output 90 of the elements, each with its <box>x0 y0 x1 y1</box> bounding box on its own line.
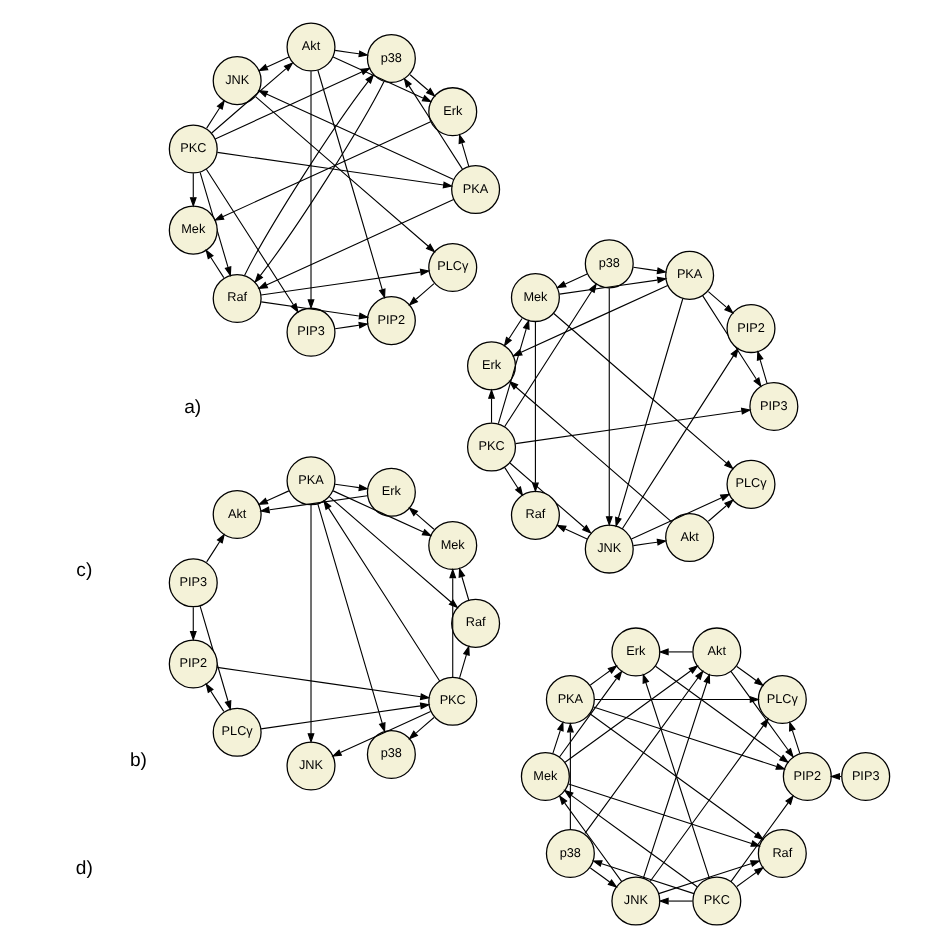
arrow <box>306 504 314 744</box>
arrow <box>735 866 764 888</box>
arrow <box>614 298 683 528</box>
arrow <box>256 490 289 506</box>
label: a) <box>183 397 201 420</box>
arrow <box>331 56 432 103</box>
arrow <box>215 151 453 189</box>
arrow <box>555 273 587 289</box>
arrow <box>552 312 733 470</box>
arrow <box>729 794 793 883</box>
arrow <box>210 62 293 134</box>
arrow <box>198 605 231 711</box>
arrow <box>188 172 196 208</box>
arrow <box>188 606 196 642</box>
arrow <box>701 295 761 388</box>
arrow <box>588 867 617 888</box>
arrow <box>706 291 734 314</box>
arrow <box>204 249 224 279</box>
arrow <box>486 388 495 424</box>
arrow <box>648 717 769 882</box>
arrow <box>657 860 760 895</box>
arrow <box>657 897 693 905</box>
label: b) <box>129 749 147 772</box>
arrow <box>502 317 522 348</box>
arrow <box>620 347 738 530</box>
label: d) <box>74 857 92 880</box>
arrow <box>258 495 367 514</box>
arrow <box>457 567 469 601</box>
arrow <box>788 721 800 754</box>
arrow <box>407 283 434 306</box>
arrow <box>507 380 671 523</box>
arrow <box>407 506 434 530</box>
arrow <box>212 121 431 221</box>
arrow <box>588 665 617 686</box>
arrow <box>629 493 730 540</box>
arrow <box>729 670 793 759</box>
arrow <box>322 499 440 682</box>
arrow <box>408 74 435 97</box>
arrow <box>514 407 751 445</box>
arrow <box>592 706 786 770</box>
arrow <box>563 665 698 763</box>
arrow <box>562 789 697 888</box>
arrow <box>253 80 384 284</box>
arrow <box>590 860 694 895</box>
arrow <box>256 56 289 72</box>
arrow <box>631 266 667 275</box>
arrow <box>327 496 458 609</box>
arrow <box>331 490 432 537</box>
arrow <box>256 199 454 290</box>
arrow <box>457 133 469 167</box>
arrow <box>508 462 591 535</box>
arrow <box>588 713 764 841</box>
arrow <box>205 533 225 563</box>
label: c) <box>75 559 92 582</box>
arrow <box>653 665 789 764</box>
arrow <box>458 645 469 679</box>
arrow <box>557 794 622 883</box>
arrow <box>448 567 456 678</box>
arrow <box>566 783 761 847</box>
arrow <box>242 73 374 276</box>
arrow <box>333 49 368 58</box>
arrow <box>198 171 231 277</box>
arrow <box>407 716 434 740</box>
arrow <box>306 70 314 310</box>
arrow <box>551 721 563 754</box>
arrow <box>259 268 430 296</box>
arrow <box>557 670 622 758</box>
arrow <box>316 503 385 733</box>
arrow <box>555 524 587 540</box>
arrow <box>631 538 667 547</box>
arrow <box>256 90 454 181</box>
arrow <box>735 665 764 687</box>
arrow <box>259 702 430 730</box>
arrow <box>333 483 368 492</box>
arrow <box>657 648 693 656</box>
arrow <box>254 96 435 253</box>
arrow <box>503 467 523 497</box>
arrow <box>496 319 529 425</box>
arrow <box>215 666 430 701</box>
arrow <box>402 77 462 170</box>
arrow <box>333 321 368 330</box>
arrow <box>604 287 612 527</box>
arrow <box>706 499 734 522</box>
arrow <box>205 99 225 129</box>
arrow <box>755 350 767 384</box>
arrow <box>565 722 573 830</box>
arrow <box>530 321 538 493</box>
arrow <box>204 682 224 712</box>
arrow <box>583 669 703 834</box>
arrow <box>330 710 431 757</box>
